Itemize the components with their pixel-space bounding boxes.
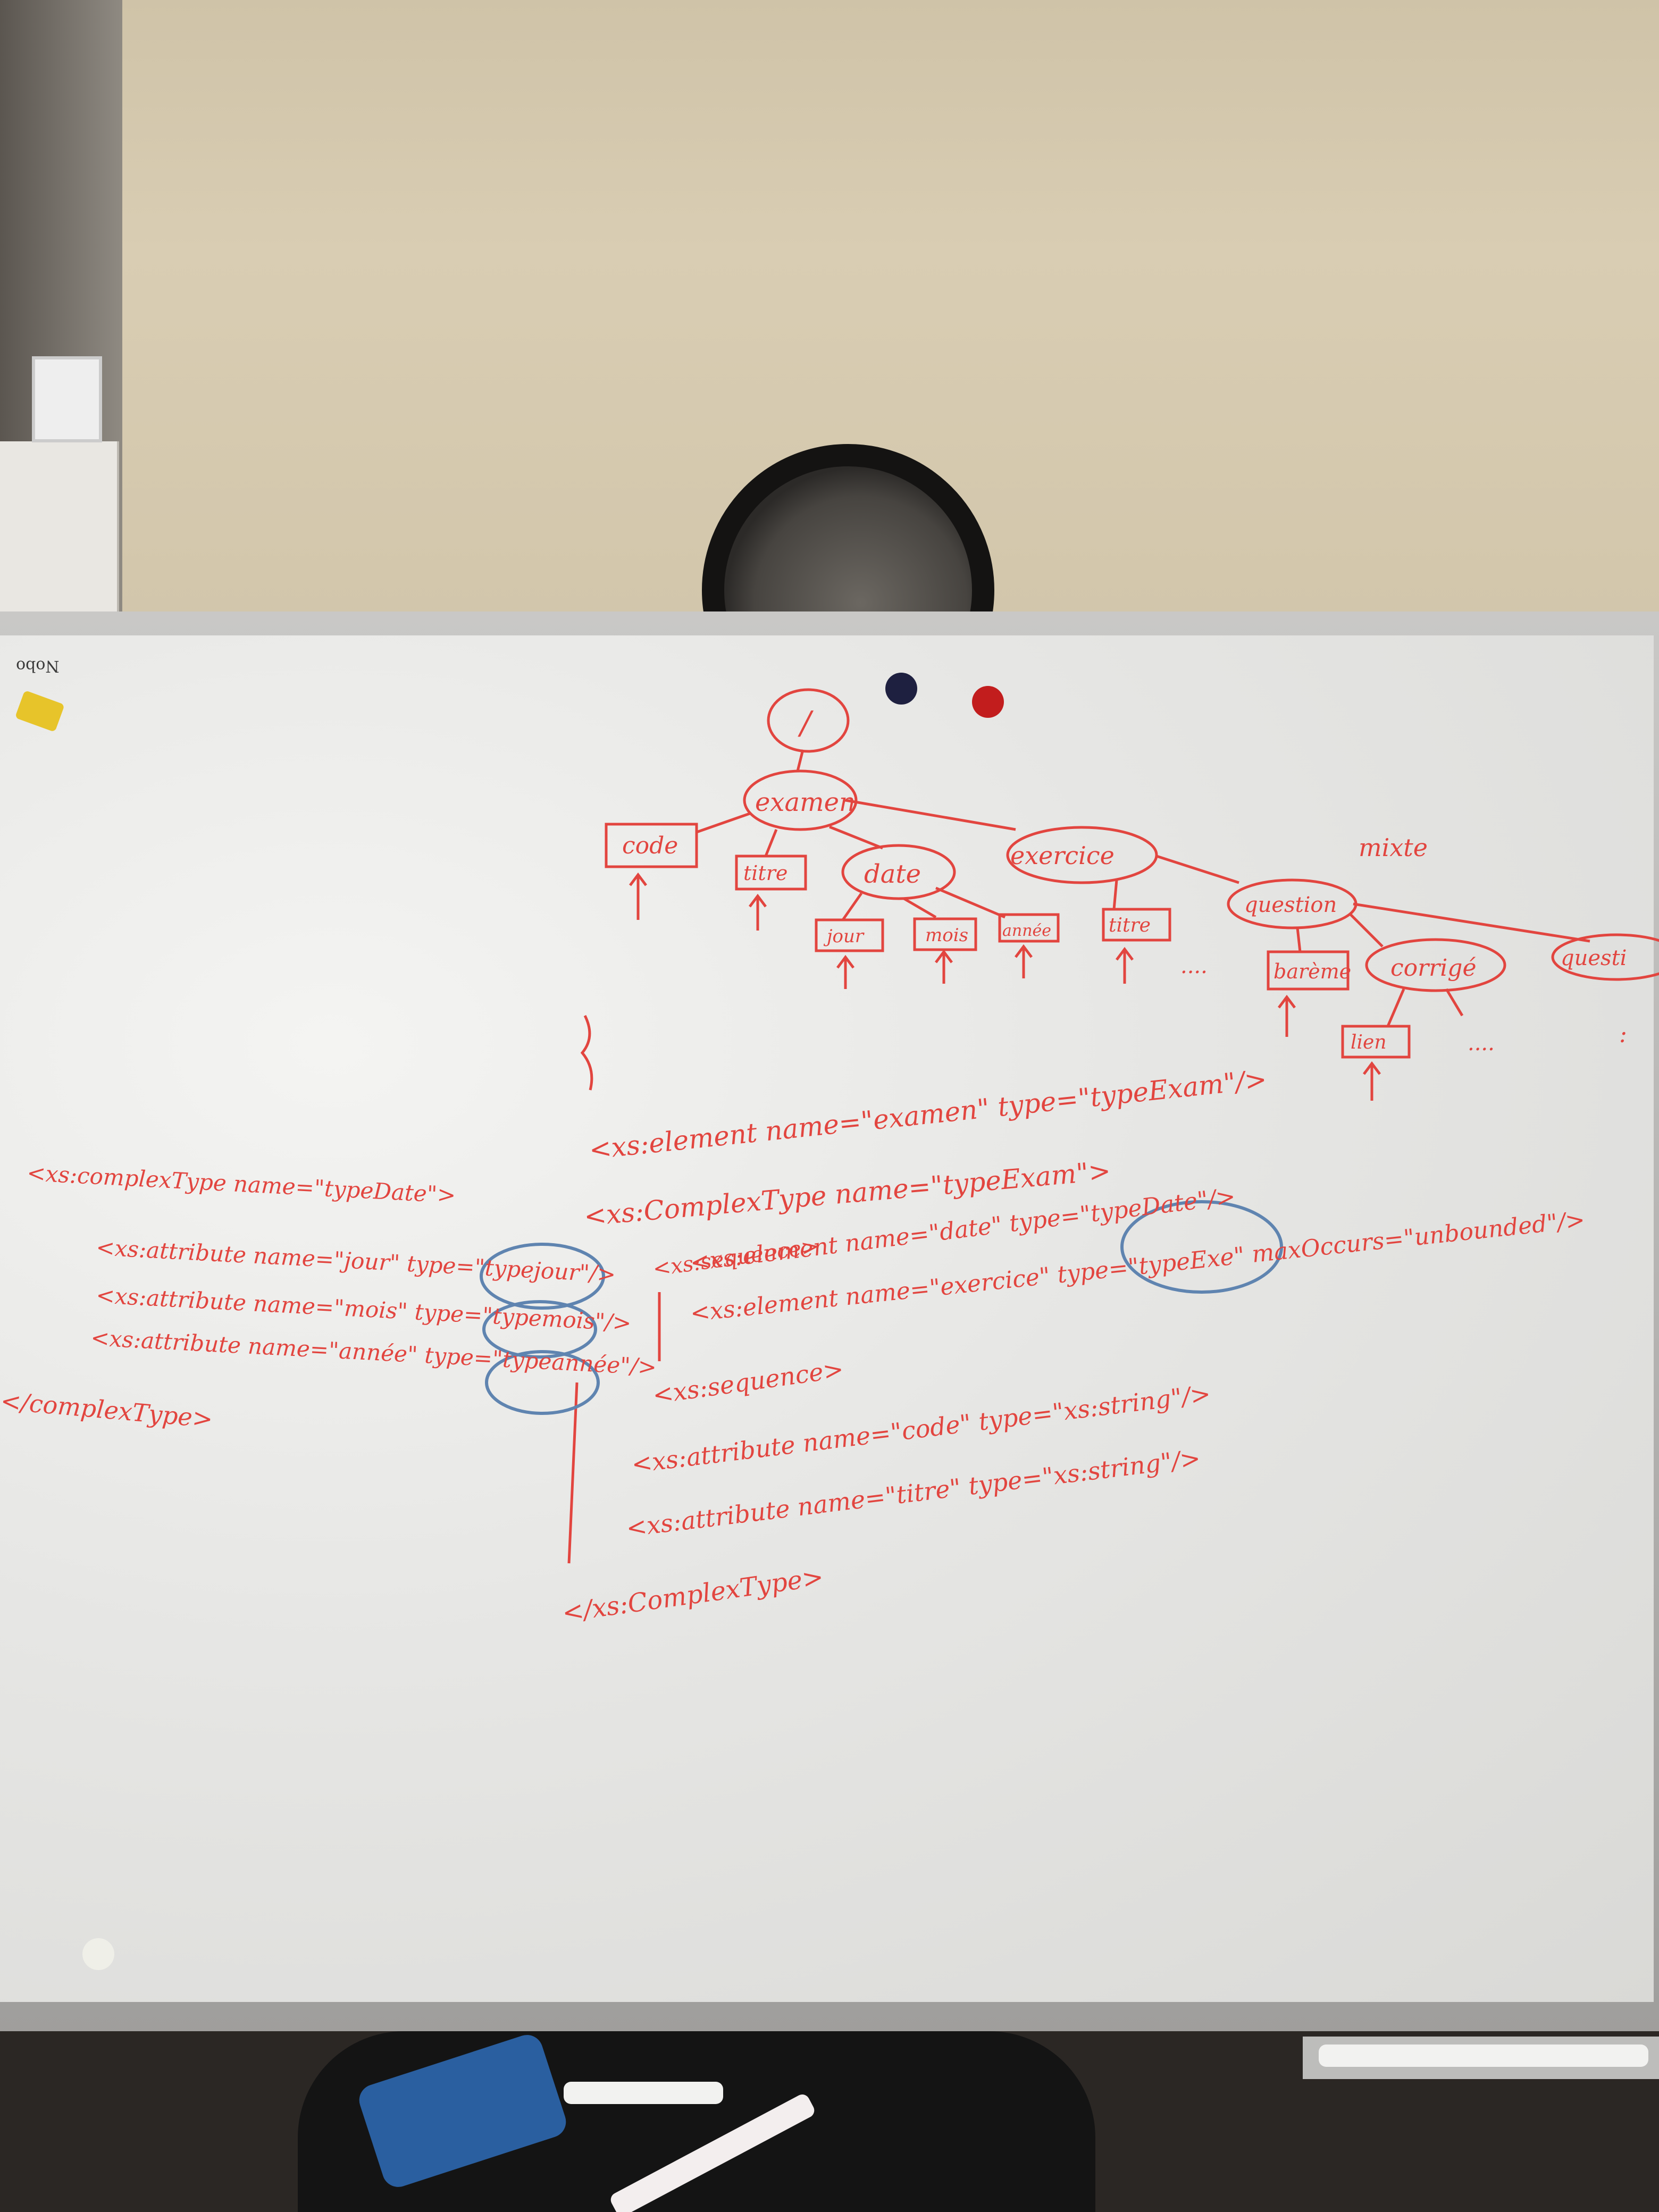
marker-white xyxy=(564,2082,723,2104)
tree-exercice-titre: titre xyxy=(1109,915,1151,936)
code-left-line5: </complexType> xyxy=(0,1386,214,1434)
tree-annee: année xyxy=(1002,921,1051,940)
tree-jour: jour xyxy=(823,926,865,947)
marker-red xyxy=(610,2094,815,2212)
tree-lien: lien xyxy=(1351,1032,1387,1053)
tree-date: date xyxy=(864,859,921,889)
tree-code: code xyxy=(622,832,678,859)
cabinet xyxy=(0,441,119,627)
tree-mois: mois xyxy=(925,925,968,946)
tree-exercice: exercice xyxy=(1010,841,1115,870)
code-right-line1: <xs:element name="examen" type="typeExam… xyxy=(588,1063,1268,1166)
whiteboard xyxy=(0,635,1654,2002)
white-magnet xyxy=(82,1938,114,1970)
eraser xyxy=(359,2035,566,2187)
tree-dots-2: .... xyxy=(1468,1031,1495,1055)
code-right-line9: </xs:ComplexType> xyxy=(560,1562,825,1628)
tree-dots-1: .... xyxy=(1180,954,1208,978)
tree-question-2: questi xyxy=(1561,946,1627,970)
code-right-line6: <xs:sequence> xyxy=(651,1354,845,1410)
code-left: <xs:complexType name="typeDate"> <xs:att… xyxy=(0,1160,657,1434)
tree-bareme: barème xyxy=(1273,960,1351,983)
tree-colon: : xyxy=(1619,1021,1627,1048)
tree-root: / xyxy=(798,705,814,742)
code-left-line2: <xs:attribute name="jour" type="typejour… xyxy=(95,1234,616,1287)
blue-annotations xyxy=(480,1200,1283,1415)
tree-titre: titre xyxy=(743,861,787,885)
code-left-line3: <xs:attribute name="mois" type="typemois… xyxy=(95,1282,632,1336)
marker-tray-pen xyxy=(1319,2045,1648,2067)
tree-examen: examen xyxy=(755,787,856,817)
tree-lines xyxy=(567,688,1659,1564)
tree-question: question xyxy=(1244,893,1337,917)
code-right: <xs:element name="examen" type="typeExam… xyxy=(560,1063,1586,1628)
tree-mixte: mixte xyxy=(1359,833,1428,862)
tree-corrige: corrigé xyxy=(1390,954,1476,982)
code-right-line5: <xs:element name="exercice" type="typeEx… xyxy=(689,1206,1586,1327)
photo-frame xyxy=(32,356,102,442)
blue-magnet xyxy=(885,673,917,705)
yellow-magnet xyxy=(16,691,64,731)
code-left-line1: <xs:complexType name="typeDate"> xyxy=(26,1160,456,1208)
red-magnet xyxy=(972,686,1004,718)
